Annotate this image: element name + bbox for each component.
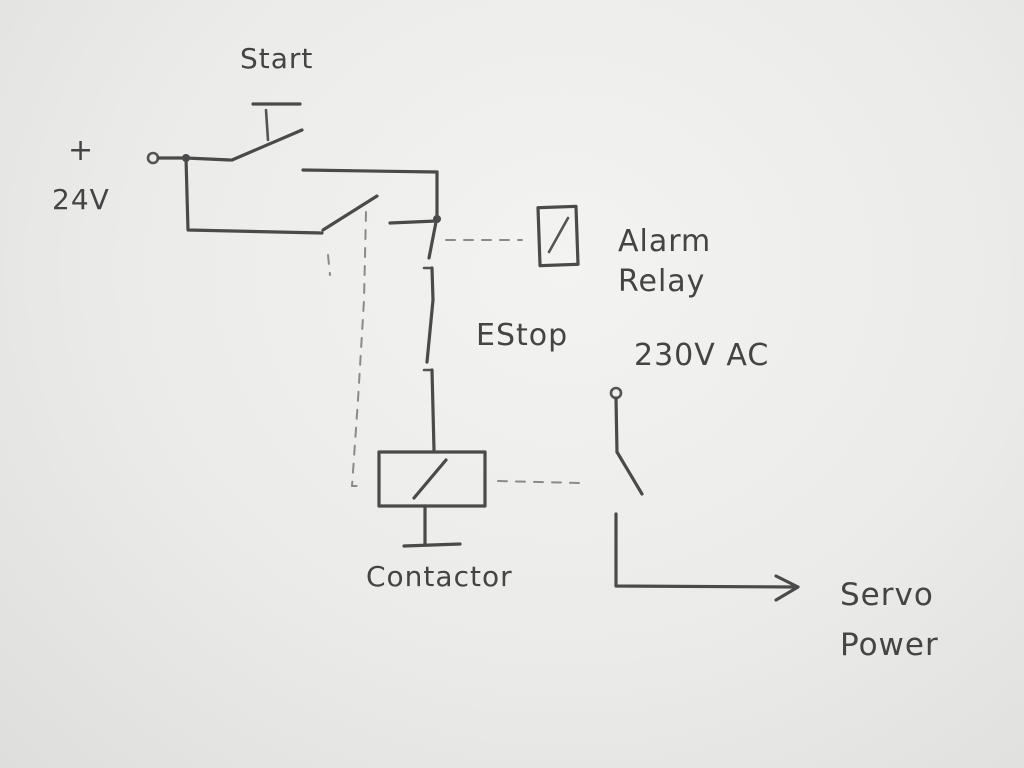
start-label: Start (240, 42, 314, 75)
contactor-main-link (497, 480, 581, 484)
start-lead-in (184, 156, 232, 162)
alarm-relay-coil-slash (547, 216, 570, 254)
ground-symbol (402, 542, 462, 548)
estop-label: EStop (476, 318, 569, 353)
alarm-relay-contact (427, 220, 438, 260)
supply-plus-label: + (68, 133, 95, 168)
hold-lead-out (388, 219, 438, 225)
start-actuator-stem (264, 108, 270, 142)
hold-branch-wire (184, 156, 324, 235)
estop-lead-out (430, 368, 436, 452)
start-lead-out (301, 168, 439, 174)
contactor-hold-link (350, 211, 367, 487)
servo-power-label-line2: Power (840, 627, 939, 663)
contactor-main-contact (615, 450, 644, 496)
servo-output-wire (614, 512, 798, 589)
alarm-relay-label-line1: Alarm (618, 224, 712, 259)
contactor-label: Contactor (366, 560, 513, 593)
estop-contact (425, 298, 435, 364)
arrow-icon (774, 574, 800, 602)
alarm-relay-coil (536, 204, 580, 268)
servo-power-label-line1: Servo (840, 577, 934, 613)
start-switch-contact (230, 128, 304, 162)
hold-link-tail (327, 254, 331, 276)
estop-lead-in (430, 266, 435, 302)
supply-voltage-label: 24V (52, 183, 110, 216)
hold-contact (321, 194, 379, 232)
alarm-relay-label-line2: Relay (618, 264, 706, 299)
contactor-coil (377, 450, 487, 508)
alarm-relay-label: Alarm Relay (618, 222, 768, 302)
mains-lead (614, 396, 619, 454)
mains-label: 230V AC (634, 338, 770, 373)
contactor-coil-slash (412, 458, 448, 500)
servo-power-label: Servo Power (840, 570, 1000, 670)
